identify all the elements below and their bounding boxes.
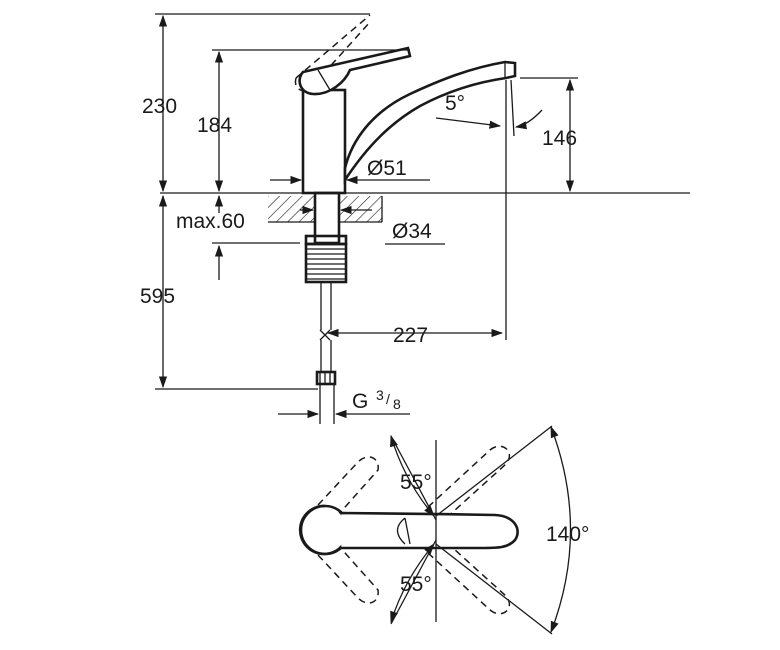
dim-diameter-51-label: Ø51 <box>367 157 407 180</box>
angle-140-label: 140° <box>546 523 589 546</box>
side-view: 230 184 146 5° Ø51 <box>140 13 690 424</box>
thread-lines <box>306 248 346 280</box>
dim-reach: 227 <box>326 190 507 347</box>
dim-total-height: 230 <box>142 13 370 193</box>
lever-swing-up <box>317 445 511 521</box>
angle-55-upper-label: 55° <box>400 471 432 494</box>
dim-thread: G 3 / 8 <box>278 387 410 419</box>
dim-base-diameter: Ø51 <box>270 157 430 185</box>
dim-227-label: 227 <box>393 324 428 347</box>
lever-top-center <box>298 504 519 556</box>
angle-55-lower-label: 55° <box>400 573 432 596</box>
dim-thread-numerator: 3 <box>376 387 384 403</box>
dim-595-label: 595 <box>140 285 175 308</box>
dim-outlet-angle: 5° <box>435 79 543 190</box>
dim-under-length: 595 <box>140 194 318 390</box>
mounting-assembly <box>304 191 348 424</box>
dim-thread-letter: G <box>352 390 368 413</box>
dim-max-thickness: max.60 <box>176 194 300 280</box>
dim-5deg-label: 5° <box>445 92 465 115</box>
dim-hole-diameter: Ø34 <box>300 205 445 245</box>
angle-arcs <box>390 425 572 635</box>
top-view: 55° 55° 140° <box>298 425 589 635</box>
dim-146-label: 146 <box>542 127 577 150</box>
dim-184-label: 184 <box>197 114 232 137</box>
dim-spout-height: 184 <box>197 49 410 193</box>
dim-thread-slash: / <box>386 391 390 407</box>
dim-outlet-height: 146 <box>520 77 578 193</box>
dim-max60-label: max.60 <box>176 210 245 233</box>
dim-thread-denominator: 8 <box>393 396 401 412</box>
countertop-section <box>268 196 383 223</box>
lever-swing-down <box>317 539 511 615</box>
dim-230-label: 230 <box>142 95 177 118</box>
dim-diameter-34-label: Ø34 <box>392 220 432 243</box>
